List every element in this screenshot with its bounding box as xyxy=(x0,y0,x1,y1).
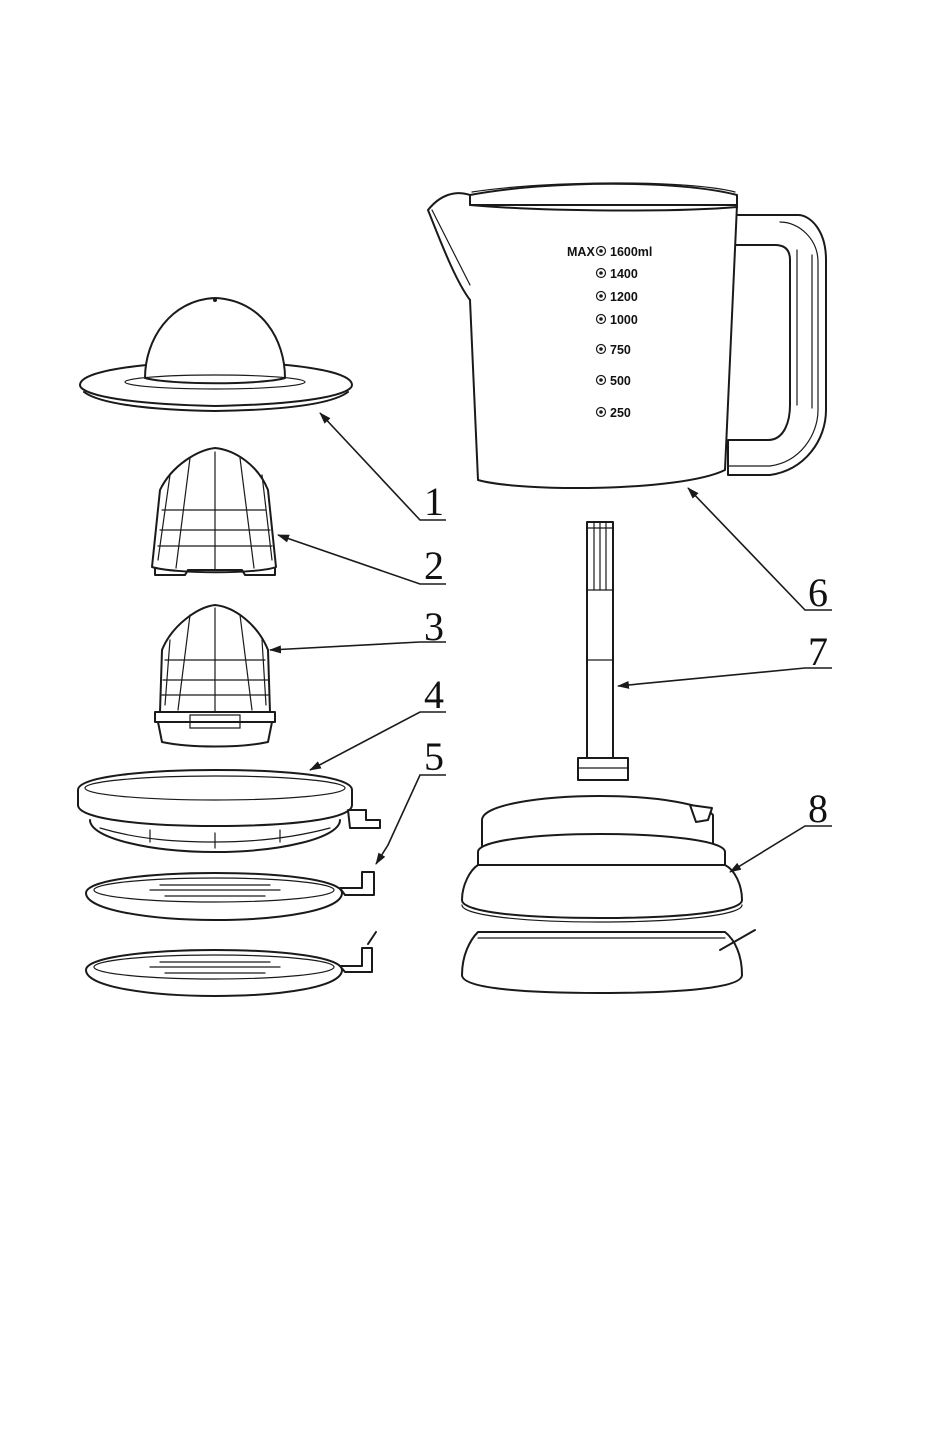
scale-label-750: 750 xyxy=(610,343,631,357)
part-5-strainer-upper xyxy=(86,872,374,920)
part-number-6: 6 xyxy=(808,570,828,615)
callout-7: 7 xyxy=(618,629,832,686)
part-4-pulp-ring xyxy=(78,770,380,852)
scale-label-1600: 1600ml xyxy=(610,245,652,259)
callout-6: 6 xyxy=(688,488,832,615)
part-7-drive-shaft xyxy=(578,522,628,780)
callout-3: 3 xyxy=(270,604,446,650)
part-number-5: 5 xyxy=(424,734,444,779)
part-number-7: 7 xyxy=(808,629,828,674)
part-6-measuring-jug xyxy=(428,183,826,488)
scale-label-250: 250 xyxy=(610,406,631,420)
callout-1: 1 xyxy=(320,413,446,524)
part-number-1: 1 xyxy=(424,479,444,524)
scale-max-label: MAX xyxy=(567,245,595,259)
part-2-small-reamer xyxy=(152,448,276,575)
part-1-dome-cover xyxy=(80,298,352,411)
scale-label-1000: 1000 xyxy=(610,313,638,327)
scale-label-1400: 1400 xyxy=(610,267,638,281)
part-5-strainer-lower xyxy=(86,932,376,996)
callout-5: 5 xyxy=(376,734,446,864)
callout-8: 8 xyxy=(730,786,832,872)
part-3-large-reamer xyxy=(155,605,275,747)
callout-2: 2 xyxy=(278,535,446,588)
scale-label-500: 500 xyxy=(610,374,631,388)
scale-label-1200: 1200 xyxy=(610,290,638,304)
part-number-8: 8 xyxy=(808,786,828,831)
part-number-3: 3 xyxy=(424,604,444,649)
part-8-motor-base xyxy=(462,796,755,993)
part-number-4: 4 xyxy=(424,672,444,717)
part-number-2: 2 xyxy=(424,543,444,588)
